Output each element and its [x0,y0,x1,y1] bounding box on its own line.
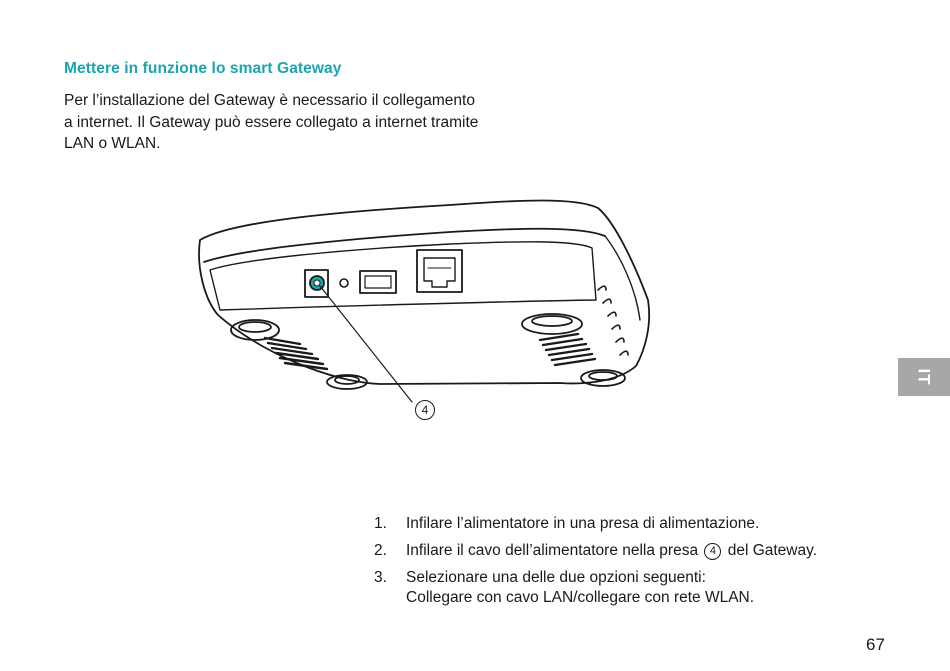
lan-port [416,249,463,293]
intro-paragraph: Per l’installazione del Gateway è necess… [64,90,544,155]
page-number: 67 [866,635,885,654]
bottom-vents-left [263,336,329,371]
language-tab-label: IT [914,368,934,386]
step-number: 3. [374,569,387,586]
gateway-illustration: 4 [190,190,660,430]
step-text: Infilare l’alimentatore in una presa di … [406,515,760,532]
gateway-drawing [198,199,651,403]
callout-marker: 4 [415,400,435,420]
usb-port [359,270,397,294]
step-text: Collegare con cavo LAN/collegare con ret… [406,589,755,606]
intro-line: Per l’installazione del Gateway è necess… [64,92,475,109]
socket-reference-marker: 4 [704,543,722,560]
gateway-right-edge [604,235,641,321]
step-item: 3. Selezionare una delle due opzioni seg… [372,568,817,608]
intro-line: a internet. Il Gateway può essere colleg… [64,113,479,131]
callout-line [319,285,413,403]
power-socket [304,269,329,298]
step-text-before: Infilare il cavo dell’alimentatore nella… [406,542,699,559]
step-text: Selezionare una delle due opzioni seguen… [406,569,706,586]
language-tab: IT [898,358,950,396]
gateway-feet [230,313,626,390]
side-vents [597,285,629,356]
step-number: 2. [374,542,387,559]
step-number: 1. [374,515,387,532]
instruction-list: 1. Infilare l’alimentatore in una presa … [372,514,817,615]
step-text: Infilare il cavo dell’alimentatore nella… [406,541,817,561]
step-text-after: del Gateway. [727,542,818,559]
gateway-front-panel [209,241,597,311]
section-heading: Mettere in funzione lo smart Gateway [64,60,342,77]
gateway-top-rim [203,227,606,263]
intro-line: LAN o WLAN. [64,135,161,152]
step-item: 2. Infilare il cavo dell’alimentatore ne… [372,541,817,561]
bottom-vents-right [538,332,597,367]
step-item: 1. Infilare l’alimentatore in una presa … [372,514,817,534]
reset-hole [339,278,349,288]
callout-number: 4 [421,403,429,417]
